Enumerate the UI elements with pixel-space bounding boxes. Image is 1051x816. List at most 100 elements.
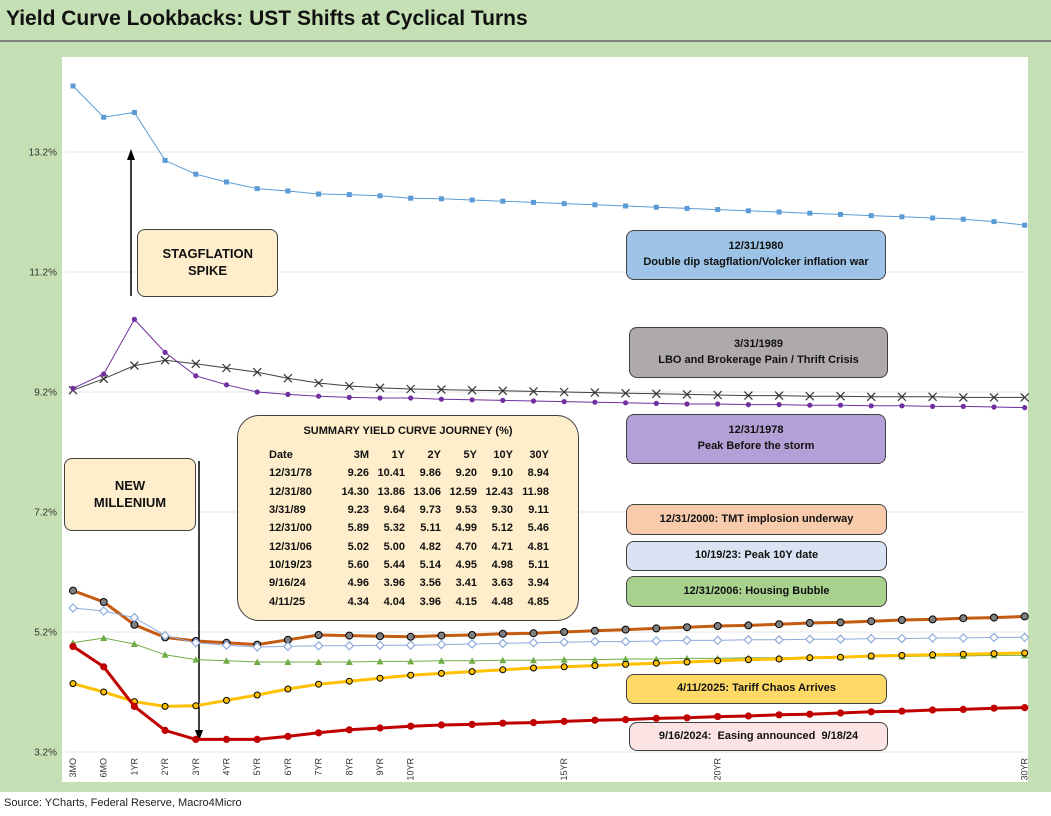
series-2024	[69, 642, 1029, 744]
data-point-2023	[283, 641, 293, 652]
data-point-1980	[623, 203, 629, 209]
chart-title: Yield Curve Lookbacks: UST Shifts at Cyc…	[6, 7, 528, 30]
data-point-2000	[836, 618, 845, 627]
data-point-2023	[129, 612, 140, 623]
summary-header-cell: Date	[269, 449, 293, 462]
series-1989	[68, 355, 1030, 402]
data-point-2023	[682, 635, 692, 646]
data-point-2023	[927, 633, 938, 643]
data-point-2025	[560, 663, 568, 671]
data-point-2023	[989, 632, 999, 643]
data-point-1980	[960, 216, 966, 222]
data-point-2006	[161, 651, 169, 658]
summary-cell: 5.12	[491, 522, 513, 535]
data-point-2000	[376, 632, 384, 641]
data-point-2025	[652, 659, 660, 667]
data-point-2023	[743, 634, 754, 645]
data-point-1980	[193, 171, 199, 177]
data-point-1980	[408, 195, 414, 201]
data-point-1978	[868, 403, 874, 409]
x-tick-label: 3YR	[191, 758, 201, 776]
data-point-1980	[991, 219, 997, 225]
data-point-1980	[254, 186, 260, 192]
data-point-2025	[499, 666, 507, 674]
summary-cell: 12.59	[449, 485, 477, 498]
callout-2023: 10/19/23: Peak 10Y date	[626, 541, 887, 571]
data-point-2000	[314, 631, 323, 639]
data-point-1989	[682, 389, 692, 399]
data-point-1978	[837, 402, 844, 408]
data-point-2000	[744, 621, 753, 630]
summary-cell: 5.02	[347, 540, 369, 553]
data-point-2000	[805, 619, 814, 627]
data-point-2006	[284, 658, 292, 665]
summary-header-cell: 3M	[353, 449, 369, 462]
summary-cell: 4.81	[527, 540, 549, 553]
series-line-2024	[72, 645, 1025, 741]
data-point-2023	[190, 637, 201, 648]
data-point-1989	[99, 374, 109, 384]
stagflation-callout: STAGFLATION SPIKE	[137, 229, 278, 297]
data-point-2000	[560, 628, 569, 636]
data-point-2025	[345, 677, 353, 685]
data-point-2024	[836, 709, 845, 717]
data-point-2000	[990, 613, 998, 622]
data-point-1989	[774, 391, 784, 401]
summary-cell: 13.06	[413, 485, 441, 498]
data-point-1978	[346, 394, 352, 400]
callout-2000: 12/31/2000: TMT implosion underway	[626, 504, 887, 535]
data-point-2025	[867, 652, 875, 660]
data-point-2023	[375, 640, 385, 651]
data-point-1980	[1022, 222, 1028, 228]
data-point-1989	[529, 386, 538, 396]
data-point-1980	[162, 157, 168, 163]
data-point-1978	[715, 401, 721, 407]
data-point-2000	[468, 631, 477, 639]
data-point-1989	[129, 361, 139, 371]
data-point-1989	[928, 392, 938, 402]
data-point-1978	[1022, 405, 1028, 411]
data-point-2025	[192, 702, 200, 710]
summary-cell: 12/31/06	[269, 540, 312, 553]
summary-cell: 9.10	[491, 467, 513, 480]
data-point-2025	[407, 671, 415, 679]
summary-cell: 9.64	[383, 504, 405, 517]
x-tick-label: 6YR	[283, 758, 293, 776]
data-point-1980	[930, 215, 936, 221]
data-point-2006	[315, 658, 323, 665]
data-point-2023	[712, 635, 723, 646]
data-point-2000	[621, 625, 630, 634]
new-millenium-callout-text: NEW MILLENIUM	[93, 477, 167, 510]
data-point-2000	[897, 616, 906, 624]
data-point-2000	[928, 615, 937, 624]
data-point-2024	[192, 735, 200, 744]
data-point-2023	[528, 637, 539, 648]
data-point-1978	[623, 400, 629, 406]
summary-cell: 3.96	[383, 577, 405, 590]
data-point-1978	[162, 349, 168, 355]
data-point-2000	[69, 586, 77, 595]
data-point-2023	[804, 634, 815, 645]
y-tick-label: 9.2%	[34, 388, 57, 399]
summary-cell: 5.89	[347, 522, 369, 535]
data-point-1978	[438, 396, 444, 402]
data-point-2025	[530, 664, 537, 672]
y-tick-label: 7.2%	[34, 508, 57, 519]
data-point-1978	[101, 371, 107, 377]
data-point-1989	[743, 391, 753, 401]
data-point-1989	[1020, 392, 1030, 402]
x-tick-label: 5YR	[252, 758, 262, 776]
data-point-1989	[559, 387, 569, 397]
data-point-1980	[776, 209, 782, 215]
data-point-2023	[835, 634, 846, 645]
series-line-2025	[72, 651, 1025, 708]
x-tick-label: 9YR	[375, 758, 385, 776]
stagflation-arrow-head	[127, 149, 135, 160]
data-point-2025	[161, 702, 169, 710]
data-point-1989	[866, 392, 876, 402]
